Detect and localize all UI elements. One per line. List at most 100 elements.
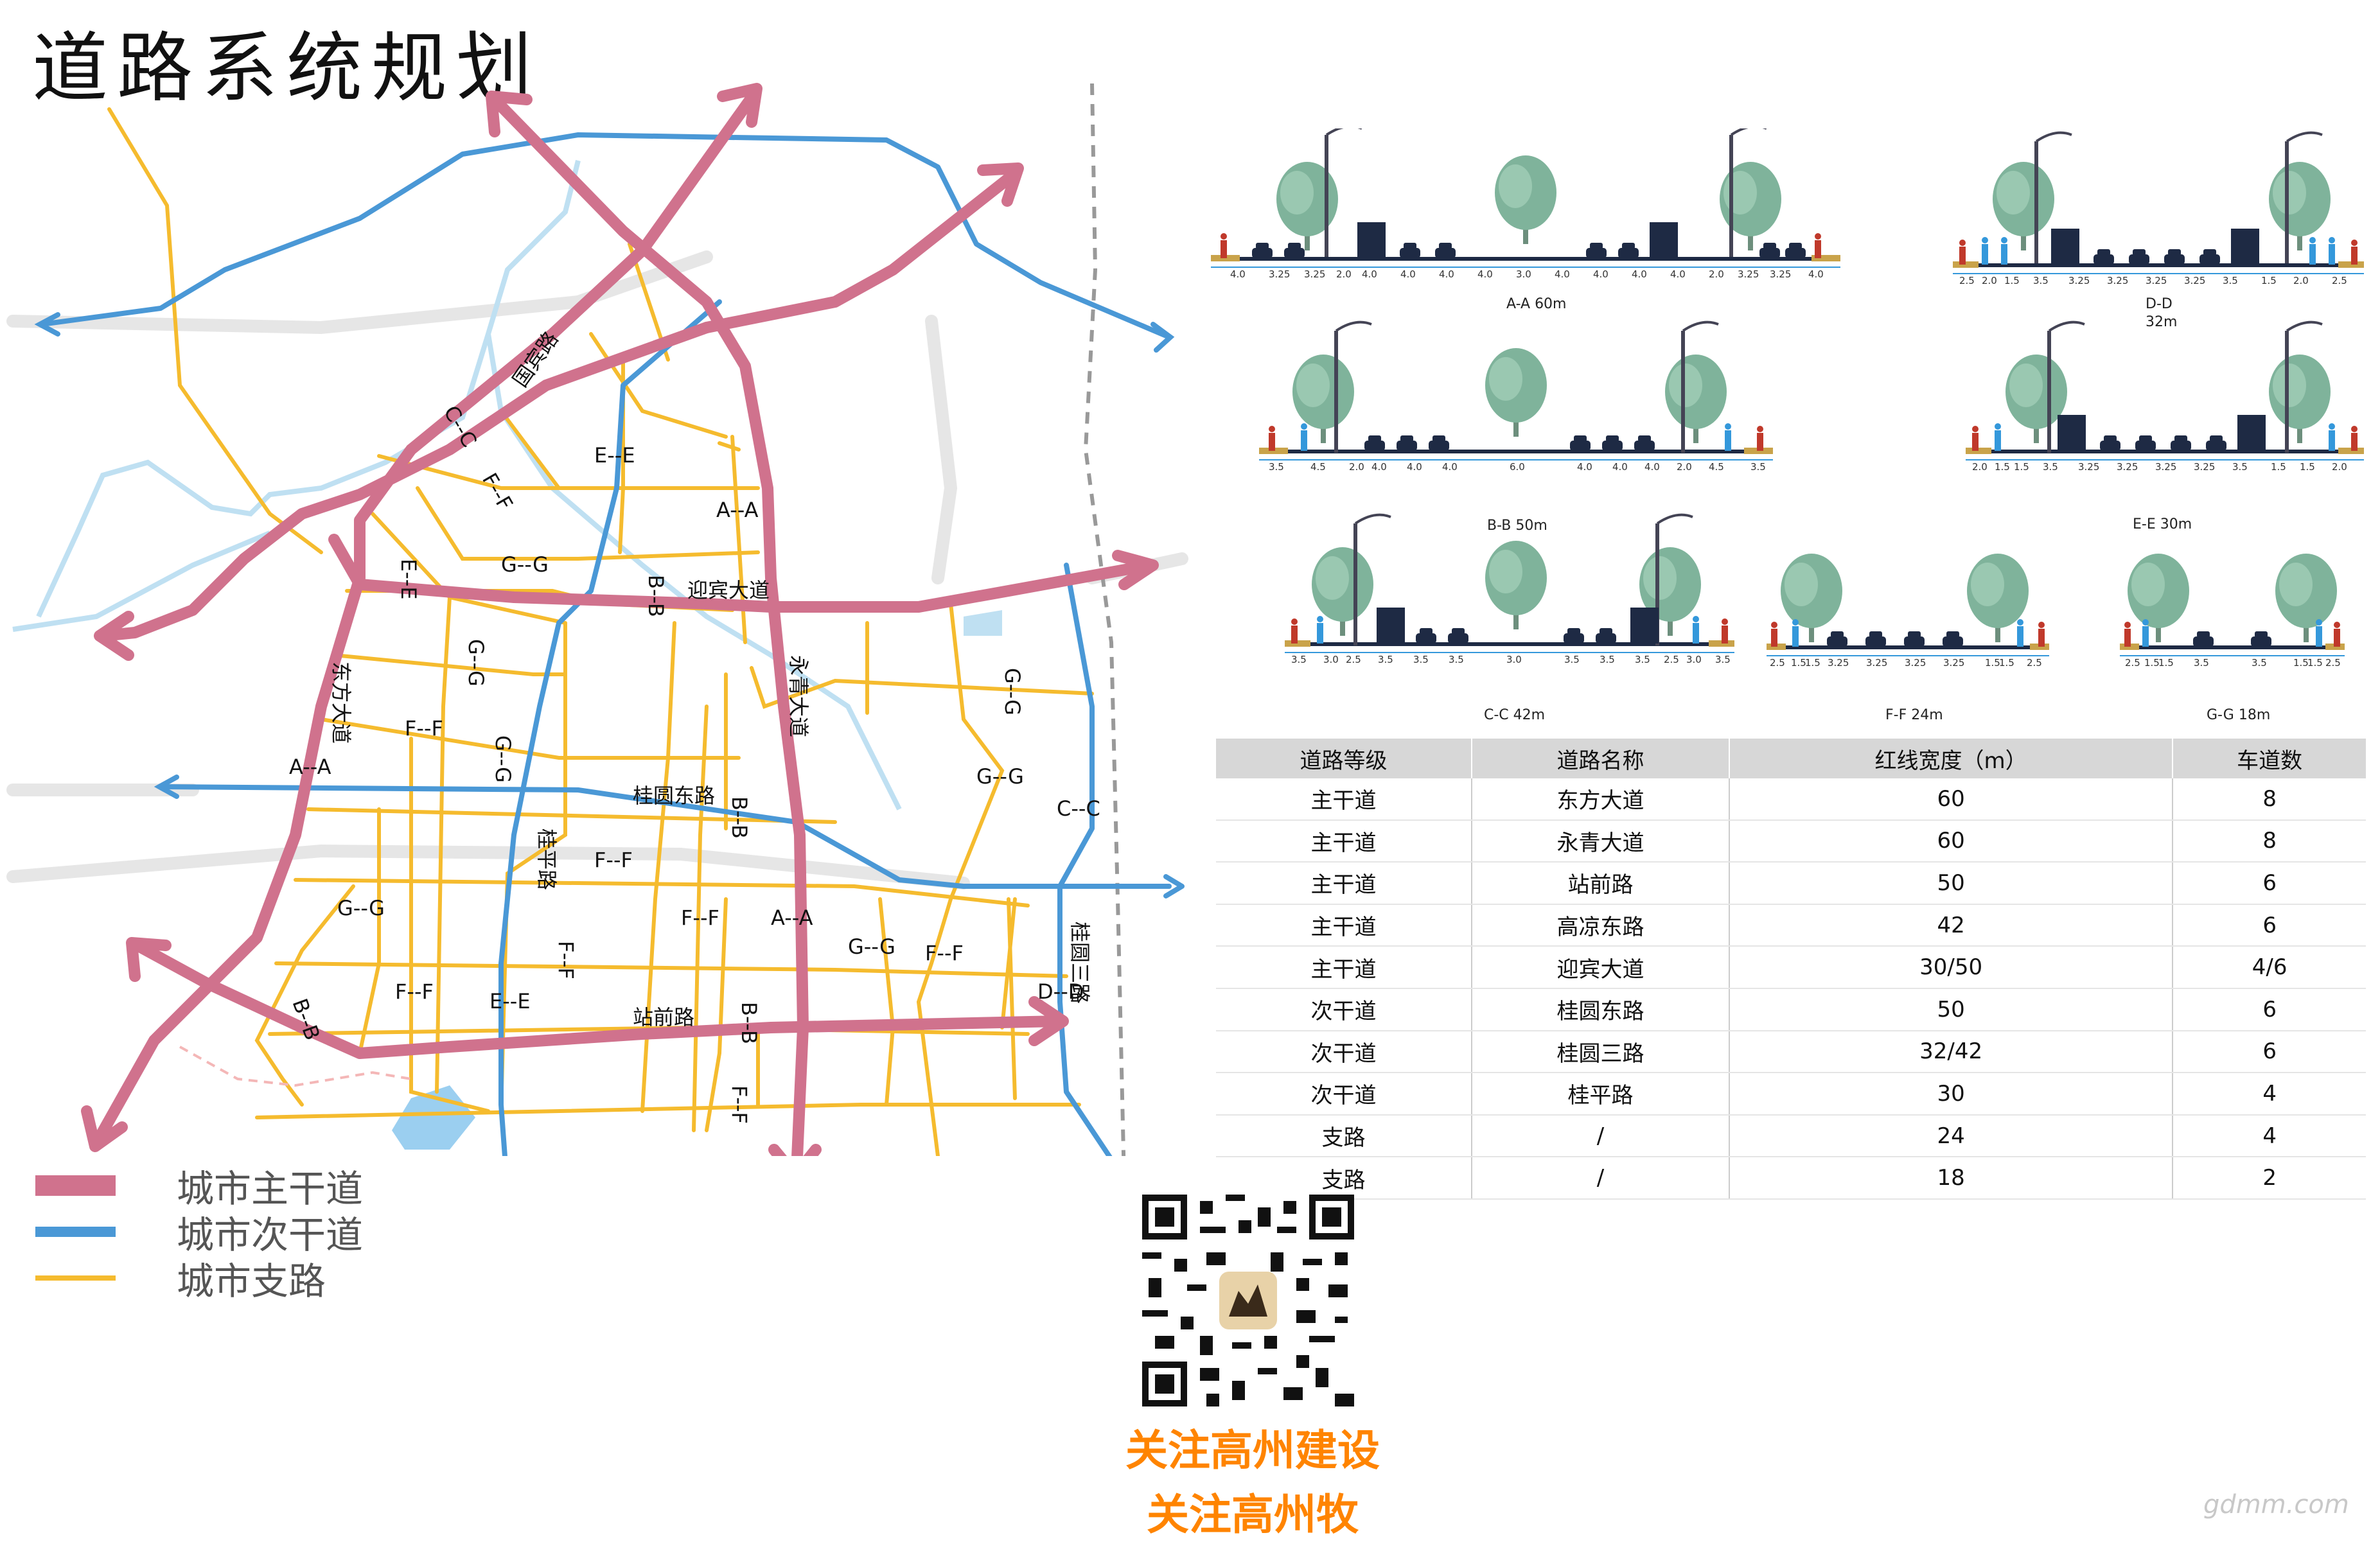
dim-label: 2.0: [2332, 461, 2347, 473]
section-e-e: 2.0 1.5 1.5 3.5 3.25 3.25 3.25 3.25 3.5 …: [1966, 320, 2364, 532]
section-a-a: 4.0 3.25 3.25 2.0 4.0 4.0 4.0 4.0 3.0 4.…: [1211, 128, 1840, 312]
dim-label: 2.5: [1770, 657, 1785, 669]
section-caption: A-A 60m: [1506, 296, 1567, 312]
section-marker: G--G: [337, 896, 385, 920]
dim-label: 4.0: [1808, 268, 1824, 280]
table-cell: 2: [2173, 1157, 2366, 1200]
dim-label: 2.5: [1959, 275, 1975, 286]
table-cell: /: [1472, 1114, 1730, 1158]
dim-label: 2.5: [2325, 657, 2341, 669]
dim-label: 3.25: [2194, 461, 2215, 473]
dim-label: 4.0: [1644, 461, 1660, 473]
section-b-b: 3.5 4.5 2.0 4.0 4.0 4.0 6.0 4.0 4.0 4.0 …: [1259, 320, 1773, 534]
table-header: 车道数: [2173, 739, 2366, 778]
dim-label: 1.5: [1999, 657, 2014, 669]
secondary-arrowheads: [34, 312, 1175, 799]
dim-label: 1.5: [1805, 657, 1820, 669]
section-marker: F--F: [554, 941, 578, 979]
dim-label: 3.25: [2184, 275, 2205, 286]
dim-label: 1.5: [2271, 461, 2286, 473]
section-marker: G--G: [491, 735, 515, 783]
table-cell: 桂圆东路: [1472, 988, 1730, 1031]
follow-line-2: 关注高州牧: [1147, 1490, 1359, 1539]
road-label-yingbin: 迎宾大道: [687, 578, 770, 602]
dim-label: 3.5: [1291, 654, 1307, 665]
road-label-guiping: 桂平路: [534, 828, 559, 890]
dim-label: 4.0: [1477, 268, 1493, 280]
dim-label: 3.25: [2078, 461, 2099, 473]
section-marker: A--A: [771, 906, 813, 930]
table-cell: 主干道: [1216, 862, 1473, 905]
table-cell: 6: [2173, 1030, 2366, 1074]
dim-label: 2.5: [1664, 654, 1679, 665]
dim-label: 1.5: [2014, 461, 2029, 473]
dim-label: 4.0: [1362, 268, 1377, 280]
section-marker: C--C: [1057, 796, 1100, 821]
road-label-guiyuandong: 桂圆东路: [633, 784, 715, 808]
dim-label: 3.5: [1413, 654, 1429, 665]
pond: [964, 610, 1002, 636]
dim-label: 2.0: [1349, 461, 1364, 473]
legend-secondary: 城市次干道: [35, 1209, 363, 1257]
section-caption: B-B 50m: [1487, 518, 1547, 534]
dim-label: 3.5: [2033, 275, 2049, 286]
table-cell: 42: [1729, 904, 2174, 947]
section-caption: E-E 30m: [2133, 516, 2192, 532]
secondary-roads: [39, 132, 1185, 1156]
table-cell: 50: [1729, 988, 2174, 1031]
table-cell: 18: [1729, 1157, 2174, 1200]
dim-label: 4.0: [1400, 268, 1416, 280]
table-cell: 4: [2173, 1114, 2366, 1158]
table-cell: 60: [1729, 778, 2174, 821]
table-cell: 站前路: [1472, 862, 1730, 905]
legend-label: 城市主干道: [177, 1167, 364, 1211]
dim-label: 3.25: [1738, 268, 1759, 280]
table-header: 道路等级: [1216, 739, 1473, 778]
dim-label: 1.5: [1995, 461, 2010, 473]
legend-swatch-secondary: [35, 1227, 116, 1237]
cross-sections: 4.0 3.25 3.25 2.0 4.0 4.0 4.0 4.0 3.0 4.…: [1211, 128, 2364, 723]
legend-branch: 城市支路: [35, 1255, 363, 1303]
section-marker: A--A: [716, 498, 759, 522]
table-header: 道路名称: [1472, 739, 1730, 778]
dim-label: 4.0: [1632, 268, 1647, 280]
section-markers: C--C E--E F--F A--A G--G E--E B--B G--G …: [287, 401, 1100, 1124]
section-marker: D--D: [1037, 979, 1084, 1004]
section-c-c: 3.5 3.0 2.5 3.5 3.5 3.5 3.0 3.5 3.5 3.5 …: [1285, 513, 1734, 723]
follow-line-1: 关注高州建设: [1125, 1426, 1380, 1475]
qr-logo-icon: [1219, 1272, 1277, 1329]
section-f-f: 2.5 1.5 1.5 3.25 3.25 3.25 3.25 1.5 1.5 …: [1767, 554, 2049, 723]
dim-label: 3.5: [1715, 654, 1731, 665]
dim-label: 2.5: [1346, 654, 1361, 665]
table-cell: 6: [2173, 904, 2366, 947]
dim-label: 3.25: [2068, 275, 2090, 286]
dim-label: 4.0: [1670, 268, 1686, 280]
dim-label: 1.5: [2293, 657, 2309, 669]
dim-label: 2.0: [1336, 268, 1352, 280]
dim-label: 3.5: [1269, 461, 1284, 473]
section-marker: E--E: [594, 443, 635, 468]
legend-label: 城市次干道: [177, 1213, 364, 1257]
dim-label: 3.25: [1770, 268, 1791, 280]
section-marker: B--B: [737, 1002, 761, 1044]
table-cell: 6: [2173, 988, 2366, 1031]
table-cell: 4/6: [2173, 946, 2366, 989]
table-cell: 8: [2173, 819, 2366, 863]
table-cell: 50: [1729, 862, 2174, 905]
dim-label: 3.5: [2252, 657, 2267, 669]
dim-label: 3.0: [1323, 654, 1339, 665]
dim-label: 1.5: [2158, 657, 2174, 669]
dim-label: 1.5: [2300, 461, 2315, 473]
table-cell: 次干道: [1216, 1073, 1473, 1116]
table-header: 红线宽度（m）: [1729, 739, 2174, 778]
section-caption: D-D: [2146, 296, 2173, 312]
dim-label: 2.5: [2332, 275, 2347, 286]
section-marker: F--F: [477, 469, 518, 514]
section-marker: F--F: [925, 941, 964, 965]
dim-label: 2.5: [2125, 657, 2140, 669]
section-marker: B--B: [644, 575, 668, 617]
primary-roads: [91, 87, 1156, 1156]
